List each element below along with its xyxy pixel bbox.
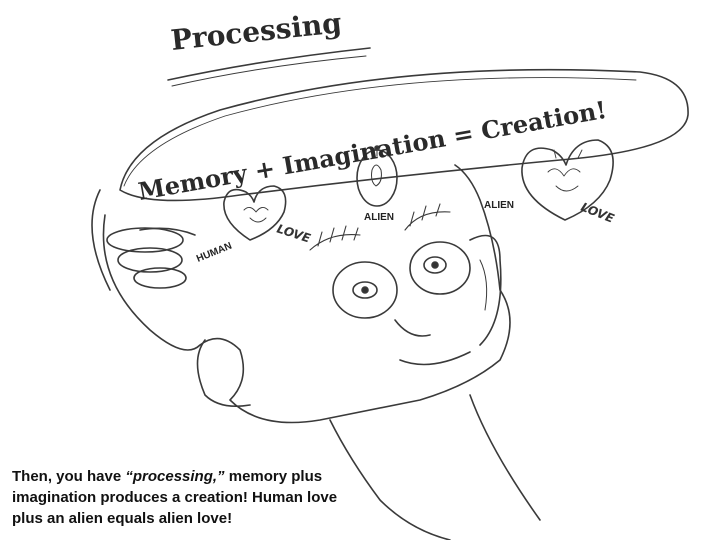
label-love-left: LOVE [275, 222, 313, 246]
equation-text: Memory + Imagination = Creation! [136, 95, 609, 206]
label-human: HUMAN [195, 241, 234, 265]
mouth [399, 351, 471, 366]
title-underline [167, 47, 371, 81]
head-outline [102, 164, 511, 424]
heart-right [521, 139, 614, 221]
caption-emphasis: “processing,” [125, 468, 225, 485]
caption-prefix: Then, you have [12, 468, 126, 485]
title-processing: Processing [169, 6, 343, 57]
heart-left [223, 185, 287, 241]
hair-strokes [309, 225, 361, 251]
thought-balloon [119, 68, 689, 202]
neck [329, 419, 451, 540]
left-eye [332, 261, 398, 319]
caption-suffix: memory plus imagination produces a creat… [12, 468, 338, 527]
label-alien-center: ALIEN [364, 212, 394, 223]
right-eye [409, 241, 471, 295]
caption-text: Then, you have “processing,” memory plus… [12, 466, 372, 529]
swirl-scribble [106, 227, 184, 253]
label-love-right: LOVE [579, 200, 617, 226]
label-alien-right: ALIEN [484, 200, 514, 211]
nose [394, 319, 431, 337]
ear [469, 234, 502, 346]
